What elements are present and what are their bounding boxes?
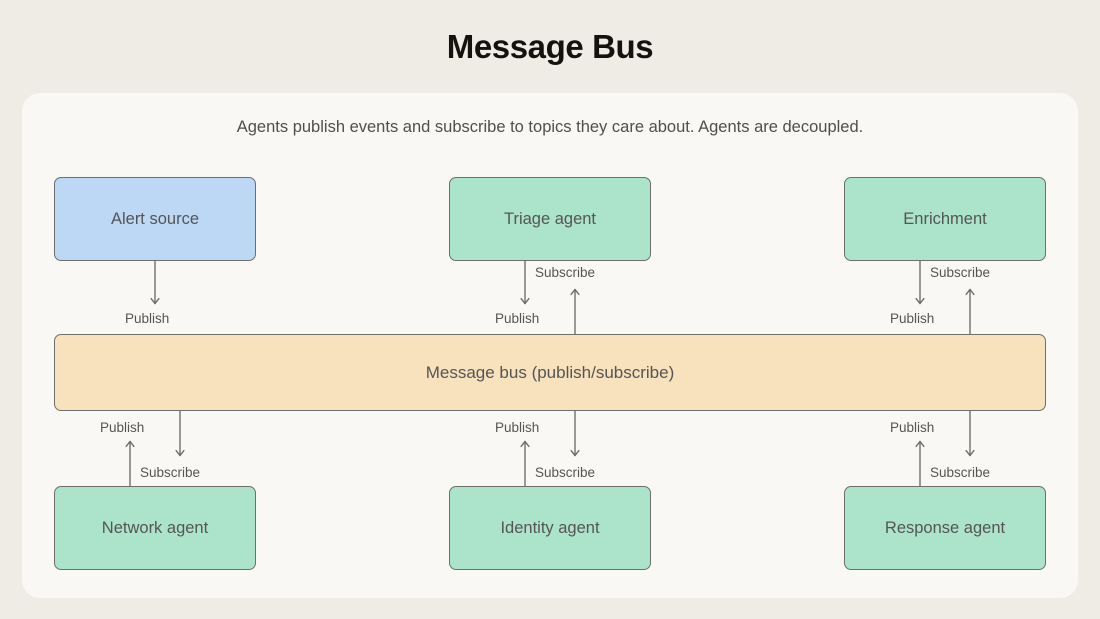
edge-label-triage-subscribe: Subscribe bbox=[535, 265, 596, 280]
node-identity-agent[interactable]: Identity agent bbox=[449, 486, 651, 570]
message-bus-label: Message bus (publish/subscribe) bbox=[425, 362, 675, 382]
edge-label-alert-source-publish: Publish bbox=[125, 311, 170, 326]
edge-label-response-publish: Publish bbox=[890, 420, 935, 435]
node-label: Network agent bbox=[101, 518, 209, 537]
edge-label-identity-subscribe: Subscribe bbox=[535, 465, 596, 480]
page-title: Message Bus bbox=[446, 28, 654, 65]
node-label: Response agent bbox=[884, 518, 1006, 537]
diagram-card: Agents publish events and subscribe to t… bbox=[22, 93, 1078, 598]
node-label: Alert source bbox=[110, 209, 200, 228]
edge-label-network-subscribe: Subscribe bbox=[140, 465, 201, 480]
node-triage-agent[interactable]: Triage agent bbox=[449, 177, 651, 261]
connectors-top bbox=[22, 261, 1078, 486]
edge-label-triage-publish: Publish bbox=[495, 311, 540, 326]
message-bus[interactable]: Message bus (publish/subscribe) bbox=[54, 334, 1046, 411]
edge-label-enrichment-subscribe: Subscribe bbox=[930, 265, 991, 280]
edge-label-response-subscribe: Subscribe bbox=[930, 465, 991, 480]
diagram-subtitle: Agents publish events and subscribe to t… bbox=[236, 118, 864, 136]
node-alert-source[interactable]: Alert source bbox=[54, 177, 256, 261]
node-label: Triage agent bbox=[503, 209, 597, 228]
node-network-agent[interactable]: Network agent bbox=[54, 486, 256, 570]
node-response-agent[interactable]: Response agent bbox=[844, 486, 1046, 570]
node-label: Identity agent bbox=[500, 518, 600, 537]
node-label: Enrichment bbox=[903, 209, 987, 228]
edge-label-enrichment-publish: Publish bbox=[890, 311, 935, 326]
edge-label-network-publish: Publish bbox=[100, 420, 145, 435]
edge-label-identity-publish: Publish bbox=[495, 420, 540, 435]
node-enrichment[interactable]: Enrichment bbox=[844, 177, 1046, 261]
